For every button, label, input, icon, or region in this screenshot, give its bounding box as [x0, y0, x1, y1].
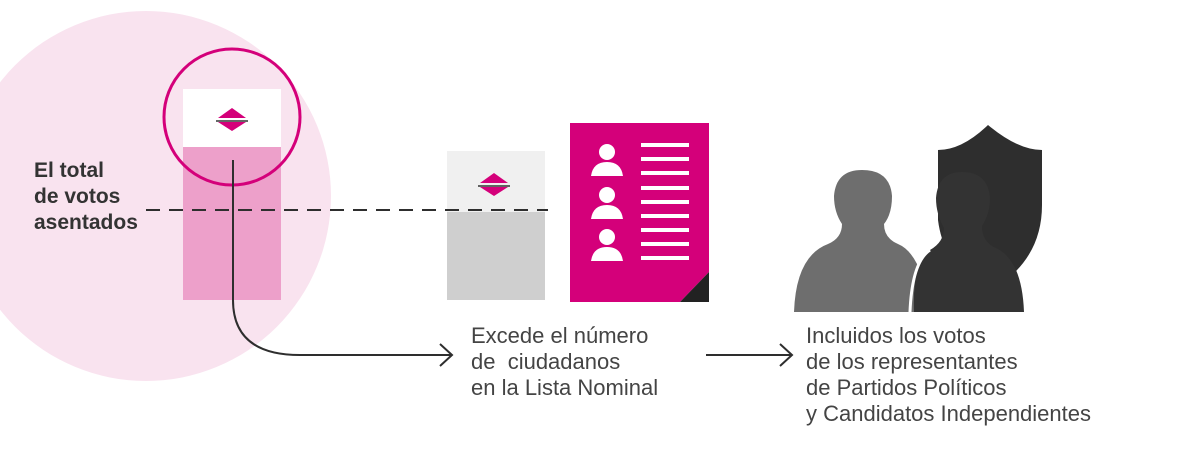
- total-votes-label: El total de votos asentados: [34, 158, 138, 236]
- included-line-4: y Candidatos Independientes: [806, 401, 1091, 426]
- exceeds-line-3: en la Lista Nominal: [471, 375, 659, 400]
- included-line-2: de los representantes: [806, 349, 1018, 374]
- arrow-head-2: [779, 343, 794, 367]
- nominal-list-document-icon: [570, 123, 709, 302]
- total-votes-line-2: de votos: [34, 185, 121, 208]
- included-line-3: de Partidos Políticos: [806, 375, 1007, 400]
- arrow-head-1: [439, 343, 454, 367]
- exceeds-line-1: Excede el número: [471, 323, 649, 348]
- included-label: Incluidos los votos de los representante…: [806, 323, 1091, 427]
- representatives-shield-icon: [794, 125, 1042, 313]
- total-votes-line-3: asentados: [34, 211, 138, 234]
- ballot-box-gray-icon: [447, 151, 545, 300]
- exceeds-label: Excede el número de ciudadanos en la Lis…: [471, 323, 658, 401]
- curved-arrow: [232, 160, 452, 356]
- exceeds-line-2: de ciudadanos: [471, 349, 621, 374]
- included-line-1: Incluidos los votos: [806, 323, 986, 348]
- total-votes-line-1: El total: [34, 159, 105, 182]
